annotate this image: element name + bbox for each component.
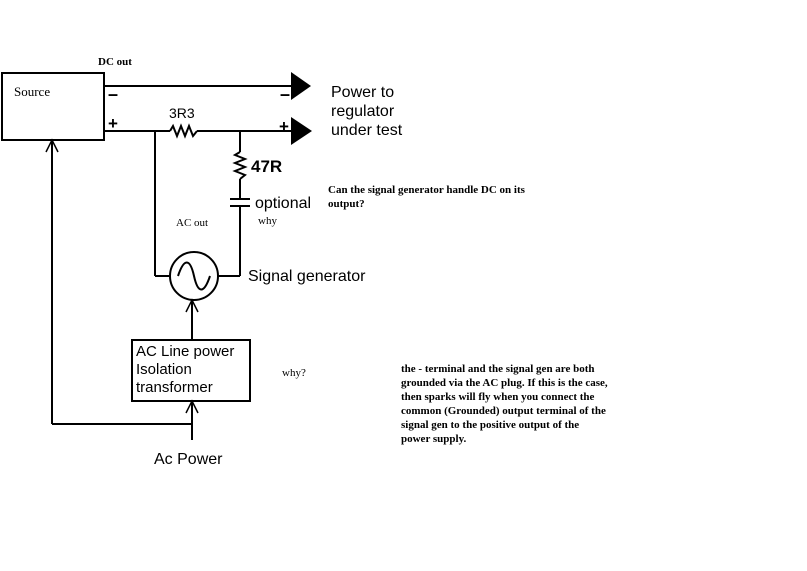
resistor-3r3 (169, 123, 198, 139)
source-plus-sign: + (108, 114, 118, 133)
isolation-why-label: why? (282, 367, 306, 379)
isolation-line-3: transformer (136, 379, 213, 396)
capacitor-optional (230, 198, 250, 207)
note-line: power supply. (401, 433, 466, 445)
resistor-47r (232, 151, 248, 180)
ac-out-label: AC out (176, 217, 208, 229)
source-minus-sign: – (108, 84, 118, 104)
power-to-line-2: regulator (331, 103, 395, 120)
optional-why-label: why (258, 215, 277, 227)
negative-output-arrow-icon (291, 72, 311, 100)
output-plus-sign: + (279, 117, 289, 136)
gen-feed-arrow-icon (185, 298, 199, 313)
note-line: grounded via the AC plug. If this is the… (401, 377, 608, 389)
resistor-47r-label: 47R (251, 157, 282, 176)
resistor-3r3-label: 3R3 (169, 105, 195, 121)
power-to-line-1: Power to (331, 84, 394, 101)
source-label: Source (14, 84, 50, 99)
isolation-line-2: Isolation (136, 361, 192, 378)
ac-power-label: Ac Power (154, 451, 223, 468)
note-line: signal gen to the positive output of the (401, 419, 579, 431)
note-line: common (Grounded) output terminal of the (401, 405, 606, 417)
optional-label: optional (255, 195, 311, 212)
sine-wave-icon (177, 261, 211, 291)
signal-generator-label: Signal generator (248, 268, 366, 285)
signal-generator-symbol (169, 251, 219, 301)
note-line: the - terminal and the signal gen are bo… (401, 363, 595, 375)
question-dc-line-2: output? (328, 198, 365, 210)
question-dc-line-1: Can the signal generator handle DC on it… (328, 184, 526, 196)
output-minus-sign: – (280, 84, 290, 104)
explanatory-note: the - terminal and the signal gen are bo… (401, 363, 608, 445)
positive-output-arrow-icon (291, 117, 312, 145)
isolation-line-1: AC Line power (136, 343, 234, 360)
power-to-line-3: under test (331, 122, 403, 139)
source-feed-arrow-icon (45, 138, 59, 153)
dc-out-label: DC out (98, 56, 132, 68)
transformer-feed-arrow-icon (185, 399, 199, 414)
note-line: then sparks will fly when you connect th… (401, 391, 595, 403)
